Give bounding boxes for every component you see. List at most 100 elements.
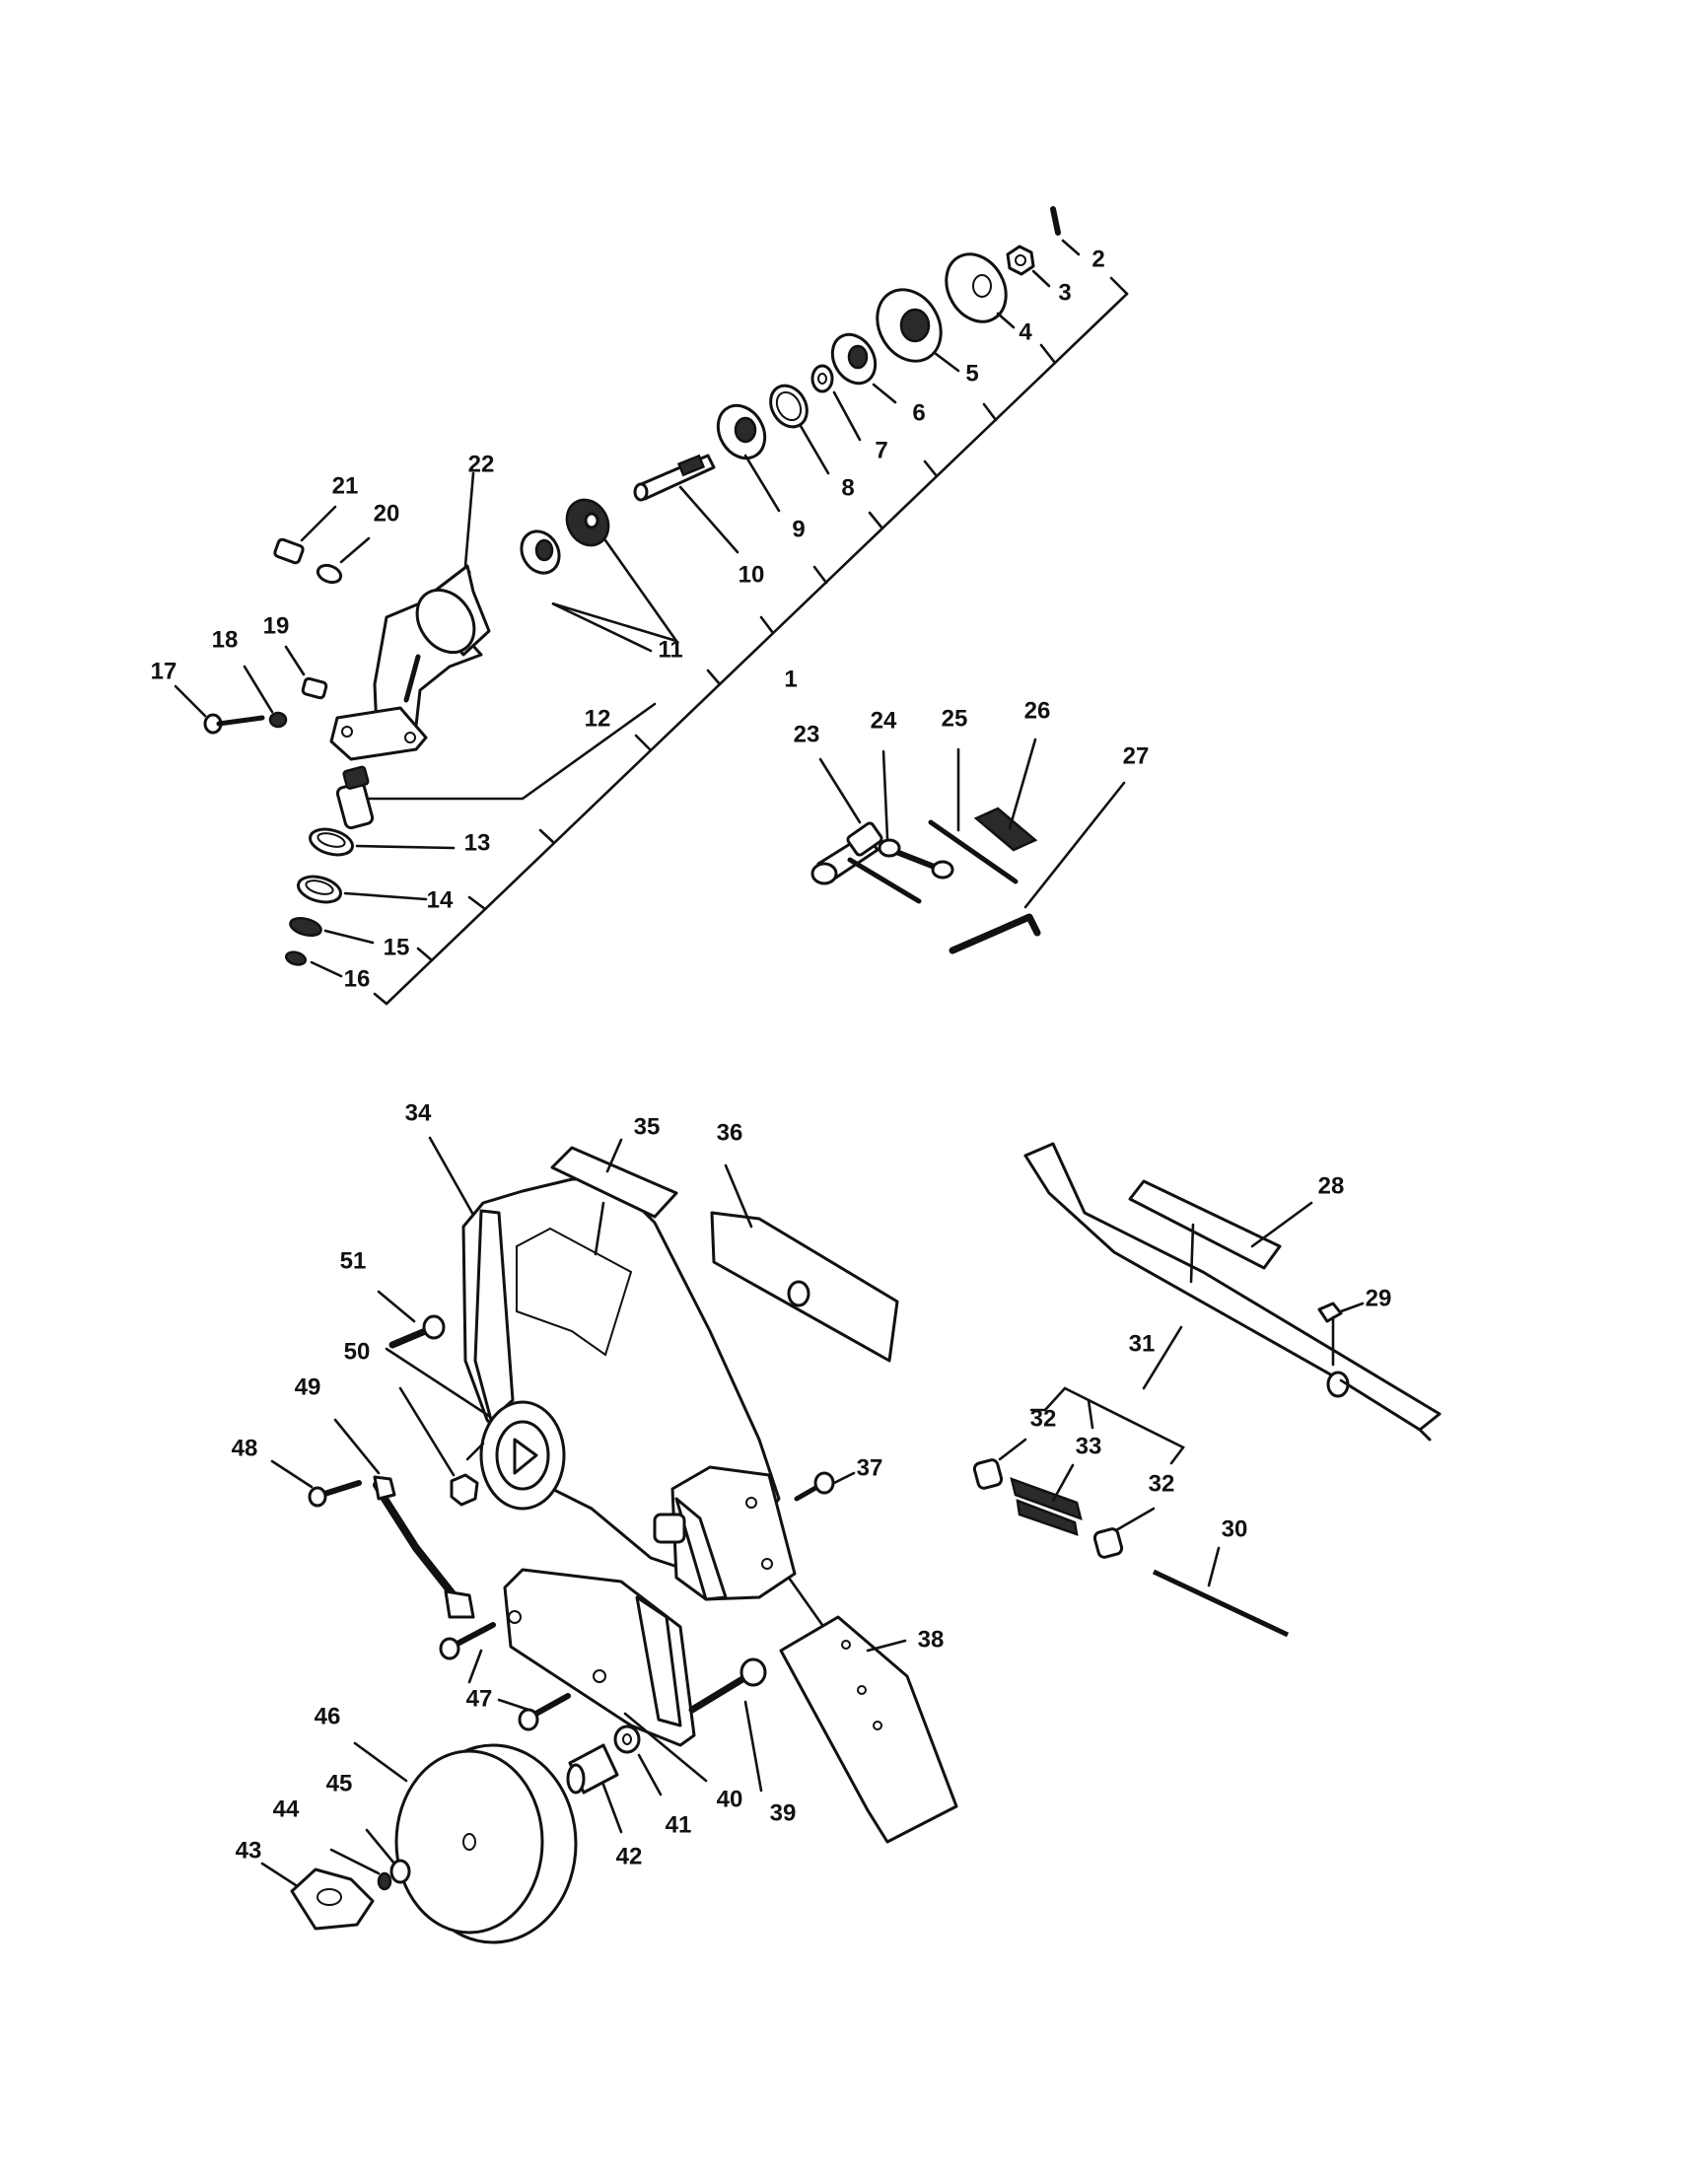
part-32-bushing-a — [972, 1438, 1027, 1490]
part-10-spindle-shaft — [633, 454, 739, 554]
label-32b: 32 — [1149, 1470, 1175, 1497]
part-28-decal — [1128, 1179, 1313, 1284]
label-48: 48 — [232, 1435, 258, 1461]
label-41: 41 — [666, 1811, 692, 1838]
label-1: 1 — [784, 666, 797, 692]
part-35-decal — [550, 1138, 678, 1256]
part-49-bracket — [333, 1418, 475, 1619]
part-32-bushing-b — [1092, 1507, 1156, 1559]
part-2-pin — [1050, 206, 1081, 256]
label-22: 22 — [468, 451, 495, 477]
label-12: 12 — [585, 705, 611, 732]
part-5-inner-flange — [876, 288, 960, 373]
part-37-screw — [794, 1471, 856, 1502]
part-22-gear-housing — [329, 471, 491, 761]
gearhead-group-bracket — [373, 276, 1129, 1006]
part-13-seal — [309, 827, 456, 857]
part-26-decal — [973, 738, 1038, 852]
part-50-nut — [398, 1386, 485, 1507]
part-20-washer — [316, 536, 371, 585]
label-37: 37 — [857, 1454, 883, 1481]
label-49: 49 — [295, 1374, 321, 1400]
part-40-mount-plate — [503, 1568, 708, 1783]
part-46-blade-disc — [353, 1741, 578, 1944]
part-39-carriage-bolt — [688, 1657, 767, 1793]
label-30: 30 — [1222, 1515, 1248, 1542]
label-44: 44 — [273, 1796, 300, 1822]
part-41-washer — [613, 1725, 663, 1797]
part-15-washer — [289, 916, 375, 945]
part-51-bolt — [377, 1290, 491, 1418]
part-18-washer — [243, 665, 288, 729]
part-17-bolt — [174, 684, 265, 735]
label-23: 23 — [794, 721, 820, 747]
part-23-plug-wrench — [810, 757, 922, 904]
label-20: 20 — [374, 500, 400, 527]
part-31-drive-tube — [1023, 1142, 1442, 1442]
label-26: 26 — [1024, 697, 1051, 724]
part-24-wrench — [878, 749, 954, 880]
part-14-seal — [297, 875, 428, 904]
label-33: 33 — [1076, 1433, 1102, 1459]
part-21-plug — [273, 505, 337, 565]
label-25: 25 — [942, 705, 968, 732]
part-44-washer — [329, 1848, 392, 1891]
label-28: 28 — [1318, 1172, 1345, 1199]
part-33-drive-shaft-coupler — [1010, 1463, 1083, 1536]
label-17: 17 — [151, 658, 177, 684]
label-8: 8 — [841, 474, 854, 501]
label-6: 6 — [912, 399, 925, 426]
label-39: 39 — [770, 1799, 797, 1826]
part-43-knob — [260, 1862, 375, 1931]
label-27: 27 — [1123, 742, 1150, 769]
label-31: 31 — [1129, 1330, 1156, 1357]
label-7: 7 — [875, 437, 887, 463]
guard-mount-bracket — [653, 1465, 797, 1601]
label-40: 40 — [717, 1786, 743, 1812]
label-34: 34 — [405, 1099, 432, 1126]
label-4: 4 — [1019, 318, 1032, 345]
part-7-spacer — [810, 364, 862, 442]
part-36-decal — [710, 1163, 899, 1363]
part-11-gear — [520, 498, 680, 653]
part-4-outer-flange — [945, 252, 1016, 329]
label-18: 18 — [212, 626, 239, 653]
part-12-pinion — [335, 702, 657, 830]
part-38-debris-shield — [779, 1576, 958, 1844]
part-9-bearing — [716, 403, 781, 513]
part-19-screw — [284, 645, 328, 700]
label-13: 13 — [464, 829, 491, 856]
label-15: 15 — [384, 934, 410, 960]
label-35: 35 — [634, 1113, 661, 1140]
part-6-bearing — [830, 332, 897, 404]
part-3-nut — [1006, 245, 1051, 288]
label-11: 11 — [658, 636, 682, 663]
label-51: 51 — [340, 1247, 367, 1274]
label-2: 2 — [1091, 246, 1104, 272]
label-50: 50 — [344, 1338, 371, 1365]
label-47: 47 — [466, 1685, 493, 1712]
part-27-hex-key — [949, 781, 1126, 954]
label-5: 5 — [965, 360, 978, 387]
label-21: 21 — [332, 472, 359, 499]
part-48-screw — [270, 1459, 362, 1508]
label-10: 10 — [739, 561, 765, 588]
label-16: 16 — [344, 965, 371, 992]
label-36: 36 — [717, 1119, 743, 1146]
part-45-washer — [365, 1828, 411, 1884]
label-43: 43 — [236, 1837, 262, 1864]
label-19: 19 — [263, 612, 290, 639]
label-38: 38 — [918, 1626, 945, 1653]
callout-labels: 1 2 3 4 5 6 7 8 9 10 11 12 13 14 15 16 1… — [151, 246, 1392, 1869]
label-45: 45 — [326, 1770, 353, 1797]
label-14: 14 — [427, 886, 454, 913]
label-29: 29 — [1366, 1285, 1392, 1311]
part-30-flex-shaft — [1152, 1546, 1290, 1638]
label-9: 9 — [792, 516, 805, 542]
label-3: 3 — [1058, 279, 1071, 306]
label-46: 46 — [315, 1703, 341, 1729]
part-29-label — [1317, 1302, 1365, 1367]
part-31-bracket — [1029, 1325, 1185, 1465]
part-8-snap-ring — [769, 384, 830, 475]
